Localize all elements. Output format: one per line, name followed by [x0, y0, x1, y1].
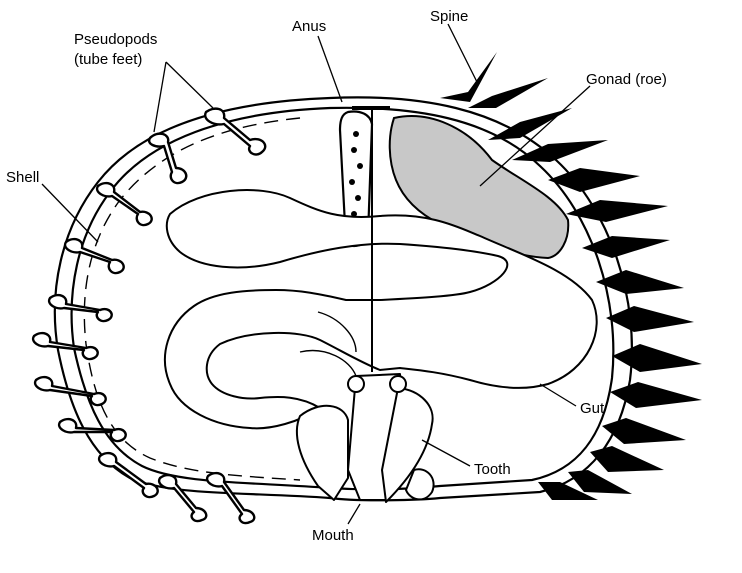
tube-foot [97, 183, 152, 225]
label-anus: Anus [292, 18, 326, 35]
label-gonad: Gonad (roe) [586, 71, 667, 88]
tube-foot [49, 295, 112, 321]
label-gut: Gut [580, 400, 605, 417]
spine [612, 344, 702, 372]
tube-foot [33, 333, 98, 359]
spine [440, 52, 497, 102]
spine [582, 236, 670, 258]
spines [440, 52, 702, 500]
tube-foot [59, 419, 126, 441]
tube-foot [99, 453, 158, 497]
spine [590, 446, 664, 472]
spine [596, 270, 684, 294]
label-spine: Spine [430, 8, 468, 25]
label-mouth: Mouth [312, 527, 354, 544]
label-pseudopods: Pseudopods [74, 31, 157, 48]
tube-foot [149, 134, 186, 183]
label-tooth: Tooth [474, 461, 511, 478]
label-tube-feet: (tube feet) [74, 51, 142, 68]
tube-foot [207, 473, 254, 523]
tube-foot [65, 239, 124, 273]
spine [606, 306, 694, 332]
tube-foot [35, 377, 106, 405]
tube-foot [159, 475, 206, 521]
label-shell: Shell [6, 169, 39, 186]
